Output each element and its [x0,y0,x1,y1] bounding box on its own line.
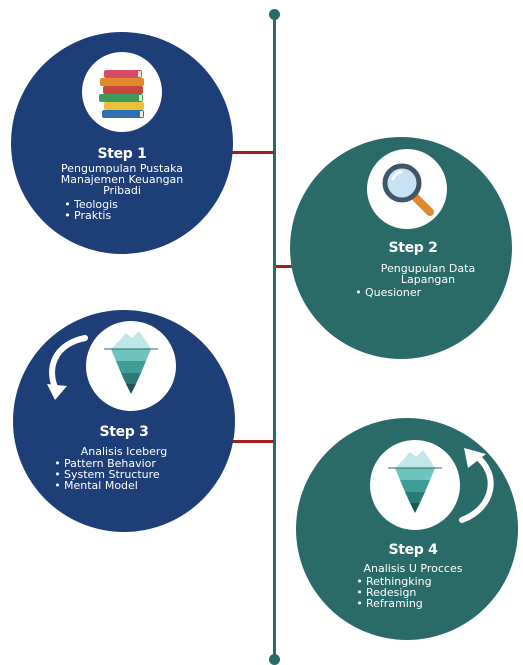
curved-arrow-icon [47,335,88,400]
step1-description-line: Pribadi [103,184,141,197]
step2-title: Step 2 [388,240,438,256]
step4-list: Rethingking Redesign Reframing [353,576,432,609]
step1-description-line: Manajemen Keuangan [60,173,184,186]
list-item: Teologis [61,199,118,210]
step2-description-line: Pengupulan Data [380,262,476,275]
step1-icon-circle [82,52,162,132]
step2-list: Quesioner [352,287,421,298]
step3-description-line: Analisis Iceberg [80,445,168,458]
step1-circle: Step 1 Pengumpulan Pustaka Manajemen Keu… [11,32,233,254]
step2-circle: Step 2 Pengupulan Data Lapangan Quesione… [290,137,512,359]
list-item: Reframing [353,598,432,609]
timeline-line [273,14,276,659]
books-icon [99,70,144,118]
step4-title: Step 4 [388,542,438,558]
step3-list: Pattern Behavior System Structure Mental… [51,458,160,491]
step2-description: Pengupulan Data Lapangan [342,263,514,285]
list-item: Pattern Behavior [51,458,160,469]
step2-icon-circle [367,149,447,229]
magnifier-icon [382,163,434,216]
step1-list: Teologis Praktis [61,199,118,221]
step3-connector [208,440,274,443]
step1-title: Step 1 [97,146,147,162]
step1-description: Pengumpulan Pustaka Manajemen Keuangan P… [11,163,233,196]
step4-icon-circle [370,440,460,530]
step4-description: Analisis U Procces [308,563,518,574]
list-item: Rethingking [353,576,432,587]
timeline-end-dot [269,654,280,665]
list-item: Redesign [353,587,432,598]
step3-circle: Step 3 Analisis Iceberg Pattern Behavior… [13,310,235,532]
step3-title: Step 3 [99,424,149,440]
step3-icon-circle [86,321,176,411]
curved-arrow-icon [459,448,494,523]
list-item: Praktis [61,210,118,221]
step4-description-line: Analisis U Procces [363,562,463,575]
list-item: Mental Model [51,480,160,491]
list-item: System Structure [51,469,160,480]
iceberg-icon [104,331,158,394]
step3-description: Analisis Iceberg [13,446,235,457]
iceberg-icon [388,450,442,513]
step1-description-line: Pengumpulan Pustaka [61,162,183,175]
step2-description-line: Lapangan [400,273,456,286]
step4-circle: Step 4 Analisis U Procces Rethingking Re… [296,418,518,640]
step1-connector [210,151,274,154]
list-item: Quesioner [352,287,421,298]
timeline-start-dot [269,9,280,20]
